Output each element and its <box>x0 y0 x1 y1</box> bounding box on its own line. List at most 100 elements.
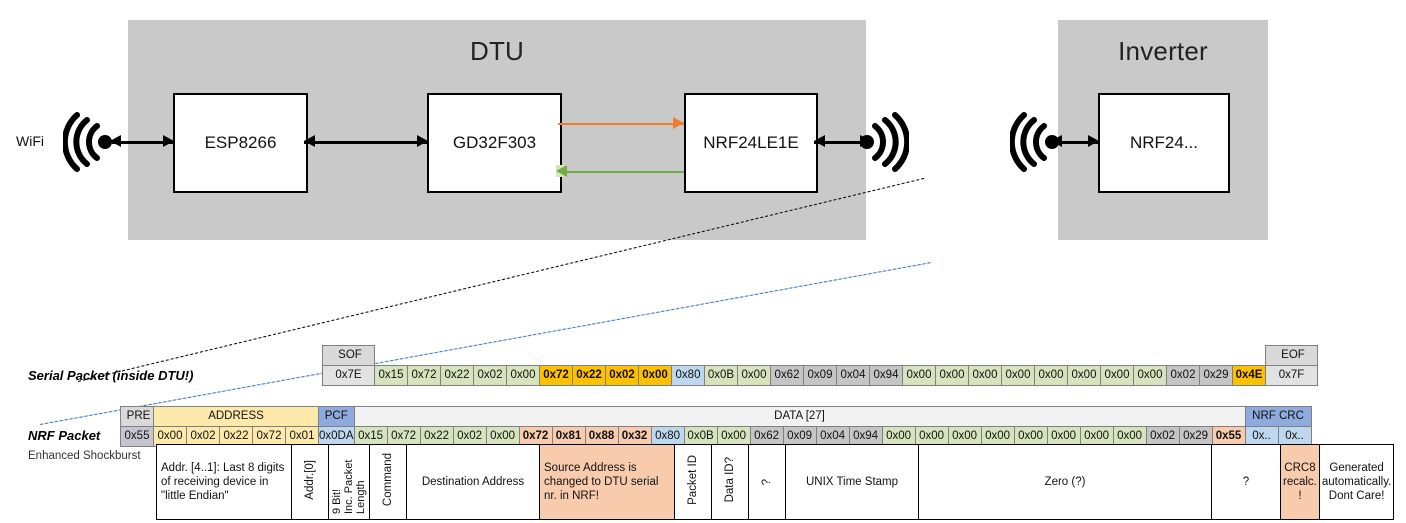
address-ann-text: Addr. [4..1]: Last 8 digits of receiving… <box>161 462 285 502</box>
nrf-byte-cell: 0x22 <box>419 426 454 447</box>
serial-header-row: SOF EOF <box>322 345 1318 366</box>
nrf-byte-cell: 0x00 <box>881 426 916 447</box>
pcf-ann: 9 Bit!Inc. Packet Length <box>328 444 370 520</box>
chip-nrf24[interactable]: NRF24... <box>1098 93 1230 193</box>
data-id-ann-text: Data ID? <box>723 457 736 503</box>
nrf-header-cell: PRE <box>120 406 154 427</box>
crc8-ann-text: CRC8 recalc. ! <box>1283 462 1317 502</box>
nrf-byte-cell: 0x88 <box>584 426 619 447</box>
nrf-byte-cell: 0x02 <box>1145 426 1180 447</box>
serial-sof-header: SOF <box>322 345 375 366</box>
arrowhead-nrf-antenna-left <box>814 135 825 147</box>
serial-byte-cell: 0x22 <box>440 365 474 386</box>
chip-nrf24le1e-label: NRF24LE1E <box>703 133 799 152</box>
chip-nrf24-label: NRF24... <box>1129 133 1199 152</box>
source-address-ann-text: Source Address is changed to DTU serial … <box>544 462 659 502</box>
nrf-byte-cell: 0x.. <box>1244 426 1279 447</box>
serial-byte-cell: 0x09 <box>803 365 837 386</box>
packet-id-ann: Packet ID <box>674 444 712 520</box>
serial-byte-cell: 0x04 <box>836 365 870 386</box>
arrowhead-nrf-gd32-rx <box>556 165 567 177</box>
arrow-gd32-nrf-tx <box>558 123 684 125</box>
serial-byte-cell: 0x4E <box>1232 365 1266 386</box>
serial-byte-cell: 0x15 <box>374 365 408 386</box>
chip-gd32f303[interactable]: GD32F303 <box>427 93 562 193</box>
nrf-byte-cell: 0x94 <box>848 426 883 447</box>
inverter-container: Inverter <box>1058 20 1268 240</box>
arrow-nrf-antenna <box>814 141 870 144</box>
serial-byte-cell: 0x80 <box>671 365 705 386</box>
arrowhead-wifi-esp-left <box>110 135 121 147</box>
arrow-wifi-esp <box>112 141 173 144</box>
destination-address-ann: Destination Address <box>406 444 540 520</box>
arrowhead-esp-gd32-right <box>417 135 428 147</box>
nrf-crc-ann: Generated automatically. Dont Care! <box>1318 444 1395 520</box>
dtu-title: DTU <box>469 36 525 66</box>
serial-byte-cell: 0x00 <box>935 365 969 386</box>
serial-byte-cell: 0x72 <box>407 365 441 386</box>
addr0-ann: Addr.[0] <box>291 444 329 520</box>
arrowhead-nrf-antenna-right <box>860 135 871 147</box>
command-ann: Command <box>369 444 407 520</box>
serial-byte-cell: 0x7E <box>322 365 375 386</box>
nrf-byte-cell: 0x09 <box>782 426 817 447</box>
unknown-ann: ? <box>748 444 786 520</box>
serial-byte-cell: 0x00 <box>902 365 936 386</box>
nrf-byte-cell: 0x00 <box>947 426 982 447</box>
chip-esp8266[interactable]: ESP8266 <box>173 93 308 193</box>
nrf-byte-cell: 0x55 <box>120 426 154 447</box>
serial-byte-cell: 0x22 <box>572 365 606 386</box>
arrowhead-gd32-nrf-tx <box>673 117 684 129</box>
serial-byte-cell: 0x02 <box>605 365 639 386</box>
zero-ann: Zero (?) <box>918 444 1212 520</box>
wifi-antenna-icon <box>61 112 117 172</box>
nrf-byte-cell: 0x00 <box>1079 426 1114 447</box>
chip-gd32f303-label: GD32F303 <box>452 133 537 152</box>
serial-byte-cell: 0x72 <box>539 365 573 386</box>
crc8-ann: CRC8 recalc. ! <box>1280 444 1320 520</box>
nrf-byte-cell: 0x22 <box>219 426 253 447</box>
serial-header-blank <box>375 346 1266 366</box>
serial-byte-cell: 0x02 <box>1166 365 1200 386</box>
source-address-ann: Source Address is changed to DTU serial … <box>539 444 675 520</box>
nrf-crc-ann-text: Generated automatically. Dont Care! <box>1321 462 1392 502</box>
serial-byte-cell: 0x7F <box>1265 365 1318 386</box>
serial-byte-cell: 0x00 <box>1001 365 1035 386</box>
nrf-header-cell: PCF <box>318 406 355 427</box>
nrf-byte-cell: 0x72 <box>252 426 286 447</box>
pcf-ann-text: 9 Bit!Inc. Packet Length <box>331 459 367 514</box>
nrf-packet-sub-label: Enhanced Shockburst <box>28 450 141 462</box>
serial-byte-cell: 0x02 <box>473 365 507 386</box>
chip-esp8266-label: ESP8266 <box>204 133 277 152</box>
arrowhead-inverter-left <box>1051 135 1062 147</box>
arrowhead-wifi-esp-right <box>163 135 174 147</box>
zero-ann-text: Zero (?) <box>1044 476 1086 488</box>
nrf-byte-cell: 0x02 <box>452 426 487 447</box>
serial-byte-cell: 0x00 <box>1034 365 1068 386</box>
serial-byte-cell: 0x00 <box>1133 365 1167 386</box>
question-ann-text: ? <box>1242 476 1250 488</box>
arrowhead-inverter-right <box>1088 135 1099 147</box>
serial-byte-cell: 0x29 <box>1199 365 1233 386</box>
command-ann-text: Command <box>381 453 394 507</box>
nrf-byte-cell: 0x.. <box>1277 426 1312 447</box>
nrf-header-cell: ADDRESS <box>153 406 319 427</box>
serial-byte-cell: 0x0B <box>704 365 738 386</box>
nrf-byte-cell: 0x15 <box>353 426 388 447</box>
serial-byte-cell: 0x94 <box>869 365 903 386</box>
nrf-byte-cell: 0x00 <box>980 426 1015 447</box>
nrf-packet-label: NRF Packet <box>28 428 101 443</box>
unix-timestamp-ann-text: UNIX Time Stamp <box>805 476 899 488</box>
chip-nrf24le1e[interactable]: NRF24LE1E <box>684 93 818 193</box>
nrf-byte-cell: 0x81 <box>551 426 586 447</box>
serial-eof-header: EOF <box>1265 345 1318 366</box>
unix-timestamp-ann: UNIX Time Stamp <box>785 444 919 520</box>
arrowhead-esp-gd32-left <box>304 135 315 147</box>
nrf-byte-cell: 0x04 <box>815 426 850 447</box>
serial-byte-cell: 0x62 <box>770 365 804 386</box>
nrf-header-cell: NRF CRC <box>1244 406 1312 427</box>
